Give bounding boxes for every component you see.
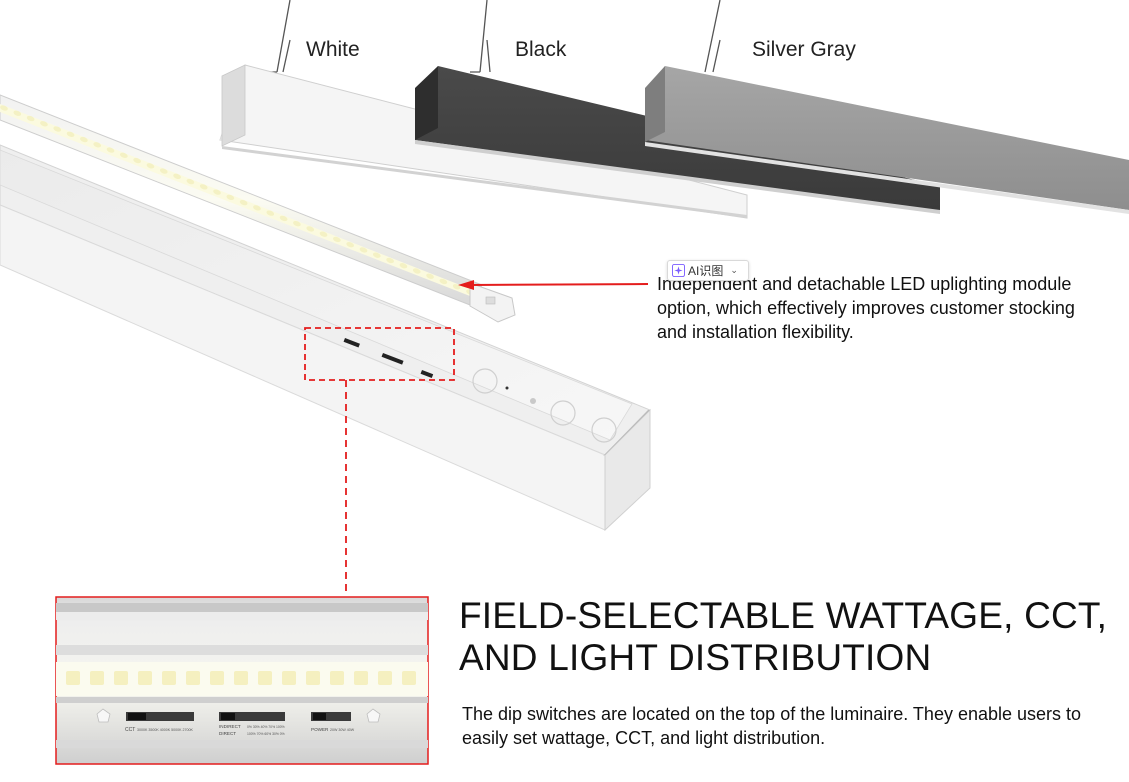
led-dot [53, 126, 62, 132]
chevron-down-icon: ⌄ [730, 265, 738, 275]
led-dot [266, 210, 275, 216]
uplight-callout-text: Independent and detachable LED uplightin… [657, 274, 1075, 342]
led-dot [159, 168, 168, 174]
led-dot [333, 236, 341, 243]
finish-label-silver-gray: Silver Gray [752, 38, 856, 61]
indirect-options: 0% 30% 40% 70% 100% [247, 725, 285, 729]
dip-switch-highlight [304, 327, 455, 594]
inset-led-chip [402, 671, 416, 685]
led-dot [319, 231, 328, 237]
led-dot [119, 152, 128, 158]
led-dot [359, 247, 368, 253]
led-dot [0, 105, 8, 111]
led-dot [199, 184, 208, 190]
finish-label-black: Black [515, 38, 567, 61]
led-dot [106, 147, 115, 153]
led-dot [133, 157, 141, 164]
led-dot [173, 173, 181, 180]
inset-led-chip [66, 671, 80, 685]
sparkle-icon [672, 264, 685, 277]
led-dot [226, 194, 235, 201]
led-dot [346, 242, 355, 248]
feature-description: The dip switches are located on the top … [462, 704, 1082, 748]
led-dot [13, 110, 22, 116]
suspension-cables [270, 0, 721, 73]
led-dot [293, 220, 301, 227]
led-uplight-module [0, 94, 516, 323]
led-dot [412, 268, 421, 274]
callout-arrow [458, 280, 649, 290]
inset-led-chip [258, 671, 272, 685]
power-options: 20W 30W 40W [330, 728, 355, 732]
inset-led-chip [306, 671, 320, 685]
dip-switch-closeup: CCT 3000K 3500K 4000K 5000K 2700K INDIRE… [55, 596, 429, 765]
inset-led-chip [330, 671, 344, 685]
inset-led-chips [66, 671, 416, 685]
inset-led-chip [186, 671, 200, 685]
led-dot [386, 257, 394, 264]
indirect-label: INDIRECT [219, 724, 241, 729]
power-label: POWER [311, 727, 329, 732]
led-dot [306, 226, 315, 232]
ai-recognize-chip[interactable]: AI识图 ⌄ [667, 260, 749, 281]
silver-fixture [645, 66, 1129, 214]
finish-label-white: White [306, 38, 360, 61]
cct-label: CCT [125, 727, 135, 733]
inset-led-chip [162, 671, 176, 685]
cct-options: 3000K 3500K 4000K 5000K 2700K [137, 728, 194, 732]
led-dot [40, 121, 48, 127]
inset-led-chip [114, 671, 128, 685]
ai-chip-label: AI识图 [688, 264, 724, 278]
feature-title: FIELD-SELECTABLE WATTAGE, CCT, AND LIGHT… [459, 595, 1108, 678]
inset-led-chip [282, 671, 296, 685]
inset-led-chip [210, 671, 224, 685]
direct-options: 100% 70% 60% 30% 0% [247, 732, 285, 736]
inset-led-chip [90, 671, 104, 685]
led-dot [372, 252, 381, 258]
led-dot [66, 131, 75, 137]
led-dot [186, 178, 195, 185]
led-dot [93, 142, 102, 148]
led-dot [239, 199, 248, 206]
led-dot [279, 215, 288, 222]
inset-led-chip [354, 671, 368, 685]
led-dot [146, 163, 155, 169]
led-dot [26, 115, 35, 122]
led-dots [0, 105, 474, 295]
main-fixture [0, 144, 651, 532]
direct-label: DIRECT [219, 731, 236, 736]
inset-led-chip [138, 671, 152, 685]
led-dot [426, 273, 434, 279]
led-dot [452, 284, 461, 290]
led-dot [439, 278, 448, 285]
led-dot [213, 189, 221, 195]
led-dot [399, 263, 408, 269]
inset-led-chip [234, 671, 248, 685]
led-dot [253, 205, 261, 211]
inset-led-chip [378, 671, 392, 685]
led-dot [80, 136, 88, 143]
